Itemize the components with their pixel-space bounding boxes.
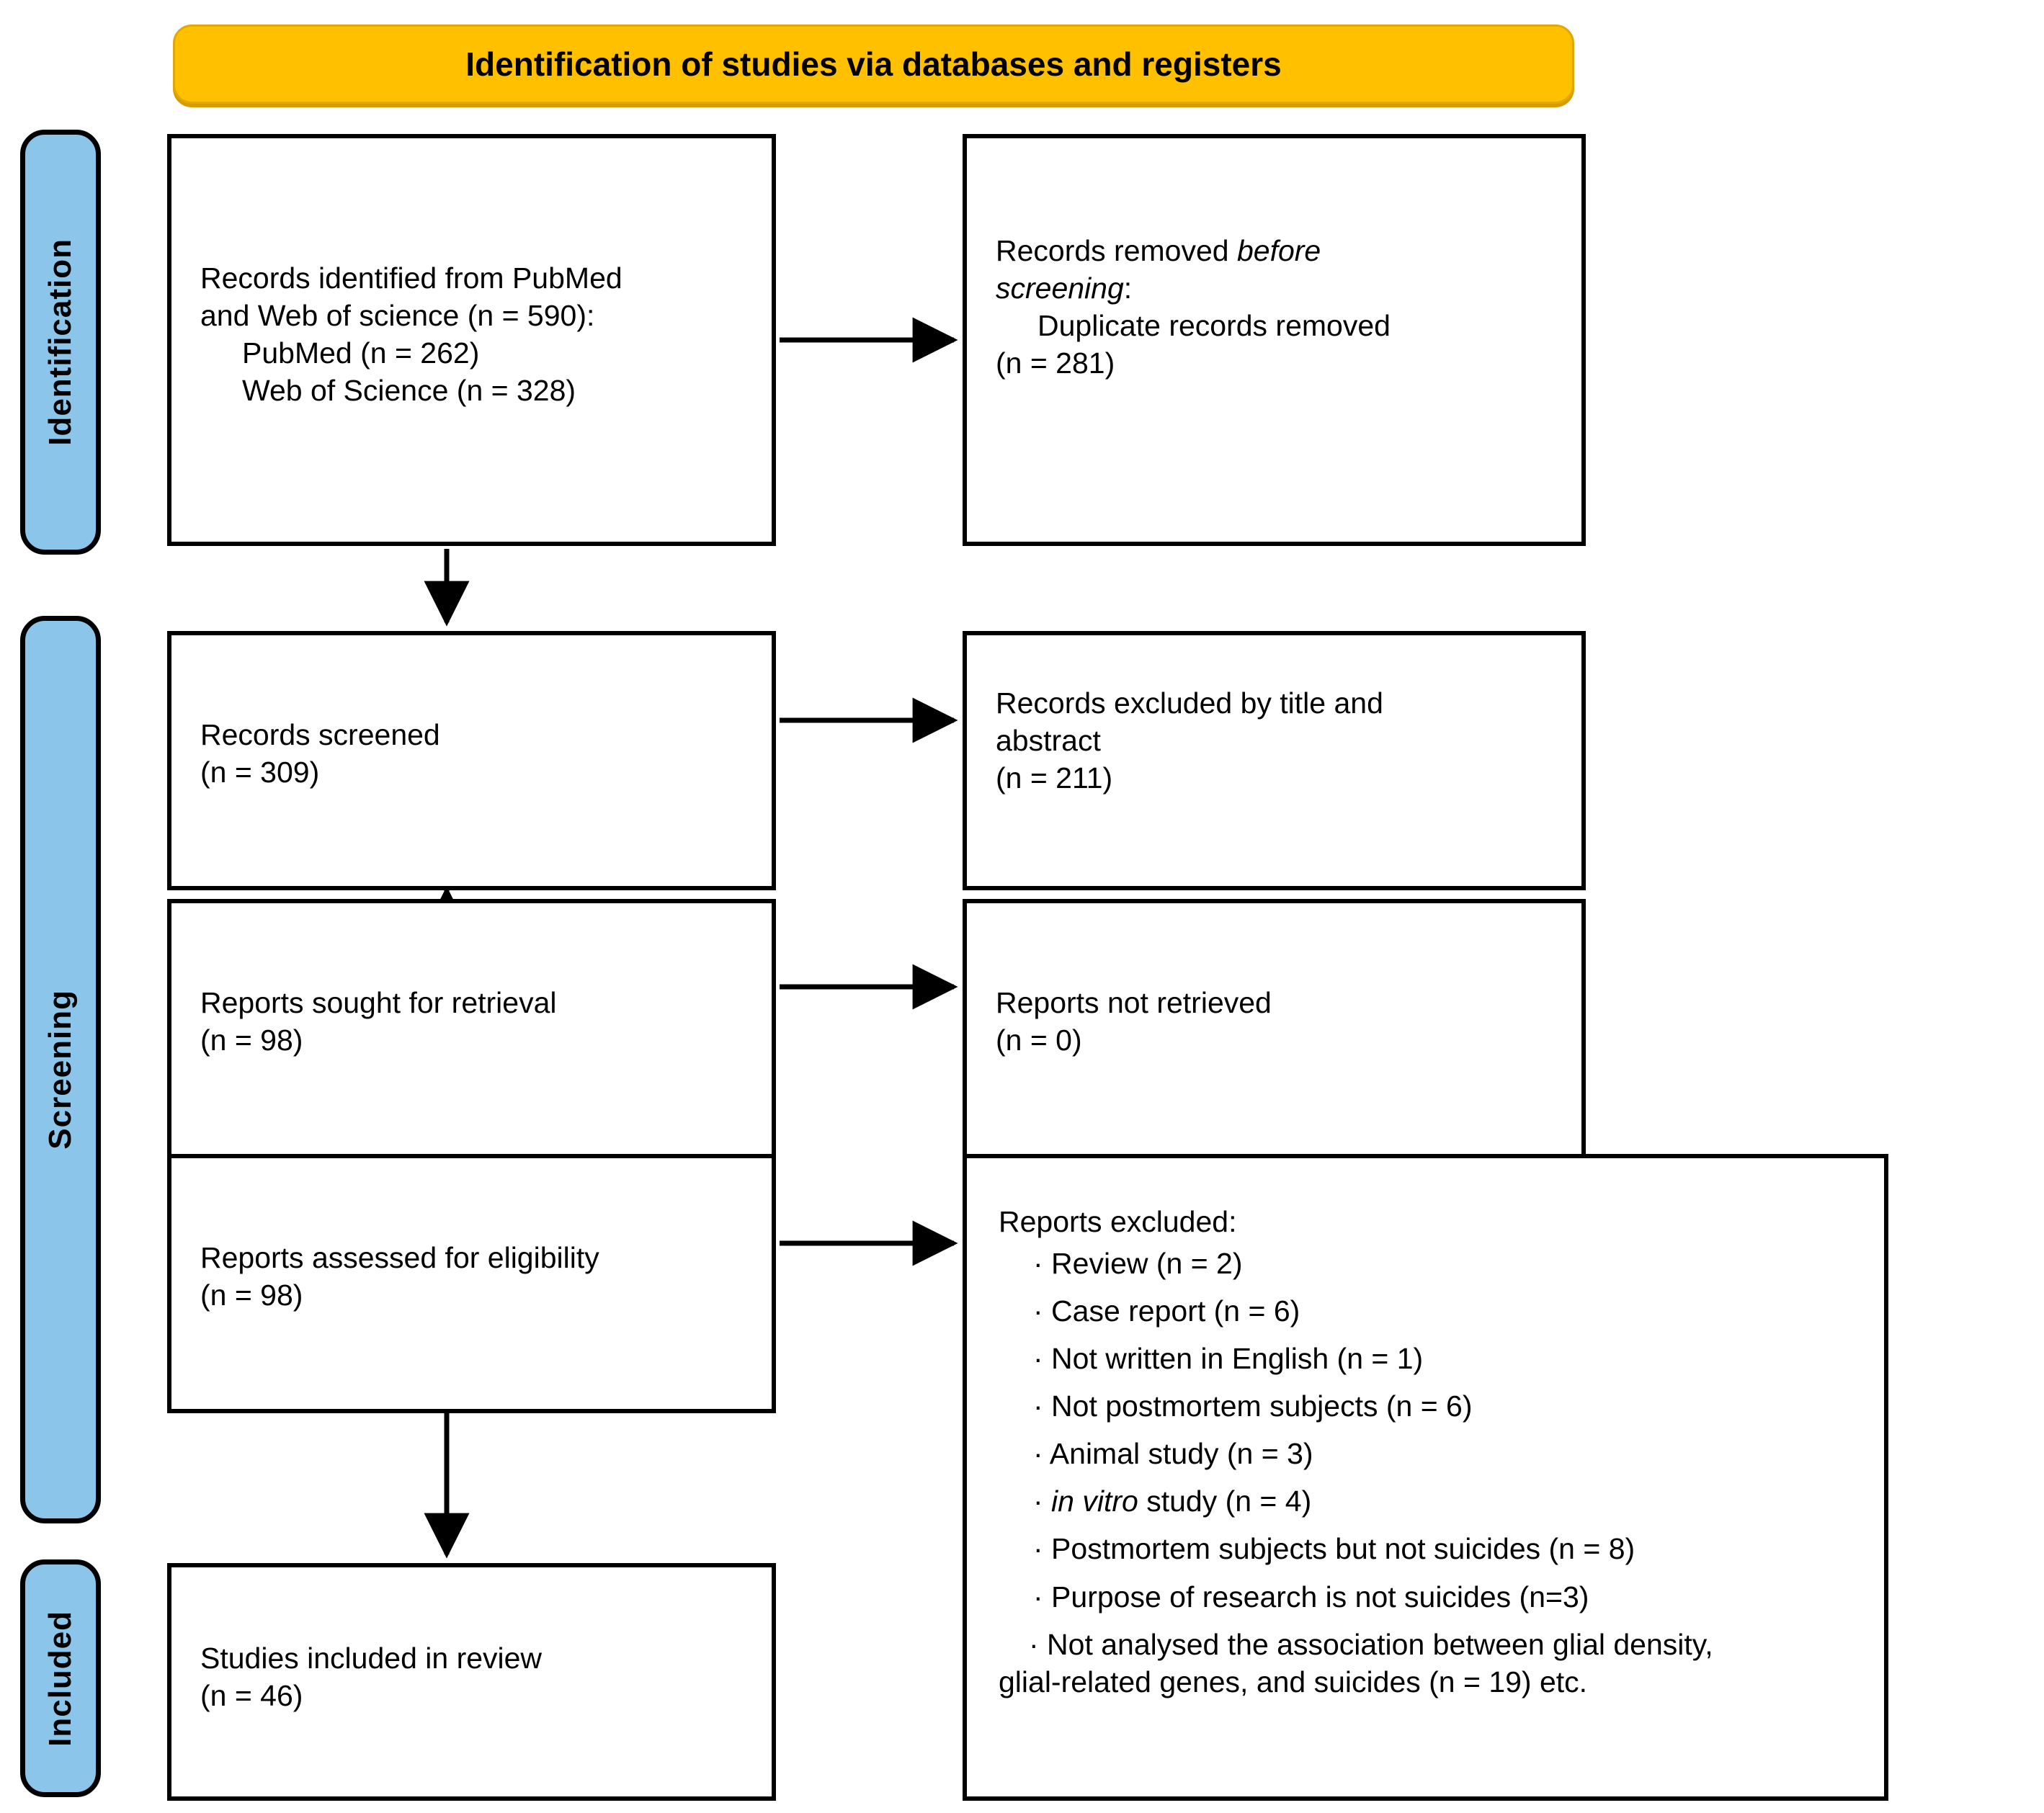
bullet-icon: · xyxy=(1033,1580,1052,1613)
bullet-icon: · xyxy=(1033,1389,1052,1423)
records-removed-italic-before: before xyxy=(1236,234,1321,267)
box-studies-included-in-review: Studies included in review (n = 46) xyxy=(167,1563,776,1801)
reports-excluded-item: · Case report (n = 6) xyxy=(999,1292,1870,1330)
reports-excluded-item-label: Postmortem subjects but not suicides (n … xyxy=(1051,1532,1635,1566)
reports-excluded-item-label: Animal study (n = 3) xyxy=(1049,1437,1313,1471)
records-removed-duplicates: Duplicate records removed xyxy=(1037,309,1391,343)
box-records-identified: Records identified from PubMed and Web o… xyxy=(167,134,776,546)
reports-excluded-item: · Review (n = 2) xyxy=(999,1245,1870,1282)
bullet-icon: · xyxy=(1029,1627,1048,1661)
phase-label-screening: Screening xyxy=(20,616,101,1523)
records-identified-line2: and Web of science (n = 590): xyxy=(200,299,595,333)
reports-not-retrieved-label: Reports not retrieved xyxy=(996,986,1272,1019)
bullet-icon: · xyxy=(1033,1342,1052,1376)
reports-excluded-item: · Not written in English (n = 1) xyxy=(999,1340,1870,1377)
phase-label-screening-text: Screening xyxy=(43,990,78,1150)
box-reports-not-retrieved: Reports not retrieved (n = 0) xyxy=(963,899,1586,1158)
reports-excluded-item-label: Purpose of research is not suicides (n=3… xyxy=(1051,1580,1589,1613)
records-excluded-ta-line1: Records excluded by title and xyxy=(996,686,1383,720)
box-records-removed-text: Records removed before screening: Duplic… xyxy=(996,232,1561,382)
reports-excluded-item-italic: in vitro xyxy=(1051,1485,1138,1518)
box-reports-sought-for-retrieval: Reports sought for retrieval (n = 98) xyxy=(167,899,776,1158)
reports-excluded-item-label: Case report (n = 6) xyxy=(1051,1294,1300,1328)
bullet-icon: · xyxy=(1033,1532,1052,1566)
box-records-removed-before-screening: Records removed before screening: Duplic… xyxy=(963,134,1586,546)
box-reports-assessed-for-eligibility: Reports assessed for eligibility (n = 98… xyxy=(167,1154,776,1413)
phase-label-included-text: Included xyxy=(43,1610,78,1747)
box-reports-not-retrieved-text: Reports not retrieved (n = 0) xyxy=(996,984,1561,1059)
bullet-icon: · xyxy=(1033,1247,1052,1281)
records-removed-colon: : xyxy=(1123,272,1133,305)
records-identified-line1: Records identified from PubMed xyxy=(200,261,622,295)
box-studies-included-text: Studies included in review (n = 46) xyxy=(200,1639,751,1714)
reports-excluded-item: · Not analysed the association between g… xyxy=(999,1626,1870,1701)
reports-excluded-item-label: Review (n = 2) xyxy=(1051,1247,1243,1281)
phase-label-included: Included xyxy=(20,1559,101,1797)
reports-excluded-item: · Animal study (n = 3) xyxy=(999,1435,1870,1472)
records-removed-line1: Records removed xyxy=(996,234,1237,267)
box-reports-sought-text: Reports sought for retrieval (n = 98) xyxy=(200,984,751,1059)
box-records-excluded-title-abstract: Records excluded by title and abstract (… xyxy=(963,631,1586,890)
box-reports-excluded: Reports excluded: · Review (n = 2)· Case… xyxy=(963,1154,1888,1801)
studies-included-count: (n = 46) xyxy=(200,1679,303,1713)
bullet-icon: · xyxy=(1033,1485,1052,1518)
records-screened-label: Records screened xyxy=(200,718,440,751)
box-reports-excluded-text: Reports excluded: · Review (n = 2)· Case… xyxy=(999,1203,1870,1711)
records-identified-wos: Web of Science (n = 328) xyxy=(242,374,576,408)
reports-excluded-item-label: Not postmortem subjects (n = 6) xyxy=(1051,1389,1473,1423)
records-removed-italic-screening: screening xyxy=(996,272,1124,305)
box-reports-assessed-text: Reports assessed for eligibility (n = 98… xyxy=(200,1239,751,1314)
box-records-excluded-title-abstract-text: Records excluded by title and abstract (… xyxy=(996,684,1561,797)
box-records-screened: Records screened (n = 309) xyxy=(167,631,776,890)
reports-excluded-item: · Not postmortem subjects (n = 6) xyxy=(999,1387,1870,1425)
records-screened-count: (n = 309) xyxy=(200,756,320,789)
bullet-icon: · xyxy=(1033,1437,1050,1471)
reports-assessed-label: Reports assessed for eligibility xyxy=(200,1241,599,1274)
box-records-screened-text: Records screened (n = 309) xyxy=(200,716,751,791)
box-records-identified-text: Records identified from PubMed and Web o… xyxy=(200,259,751,409)
diagram-banner: Identification of studies via databases … xyxy=(173,24,1574,104)
reports-not-retrieved-count: (n = 0) xyxy=(996,1024,1082,1057)
reports-excluded-heading: Reports excluded: xyxy=(999,1205,1237,1238)
records-excluded-ta-line2: abstract xyxy=(996,724,1101,758)
reports-excluded-item-label: Not written in English (n = 1) xyxy=(1051,1342,1424,1376)
bullet-icon: · xyxy=(1033,1294,1052,1328)
reports-assessed-count: (n = 98) xyxy=(200,1279,303,1312)
phase-label-identification-text: Identification xyxy=(43,238,78,446)
reports-excluded-list: · Review (n = 2)· Case report (n = 6)· N… xyxy=(999,1245,1870,1701)
phase-label-identification: Identification xyxy=(20,130,101,555)
studies-included-label: Studies included in review xyxy=(200,1642,543,1675)
reports-sought-label: Reports sought for retrieval xyxy=(200,986,557,1019)
reports-excluded-item-continuation: glial-related genes, and suicides (n = 1… xyxy=(999,1665,1588,1698)
records-removed-count: (n = 281) xyxy=(996,346,1115,380)
reports-excluded-item-label: study (n = 4) xyxy=(1138,1485,1312,1518)
reports-excluded-item-label: Not analysed the association between gli… xyxy=(1047,1627,1713,1661)
reports-excluded-item: · Purpose of research is not suicides (n… xyxy=(999,1578,1870,1616)
banner-title: Identification of studies via databases … xyxy=(465,45,1282,83)
reports-excluded-item: · in vitro study (n = 4) xyxy=(999,1482,1870,1520)
reports-excluded-item: · Postmortem subjects but not suicides (… xyxy=(999,1530,1870,1567)
reports-sought-count: (n = 98) xyxy=(200,1024,303,1057)
records-identified-pubmed: PubMed (n = 262) xyxy=(242,336,480,370)
records-excluded-ta-count: (n = 211) xyxy=(996,761,1113,795)
